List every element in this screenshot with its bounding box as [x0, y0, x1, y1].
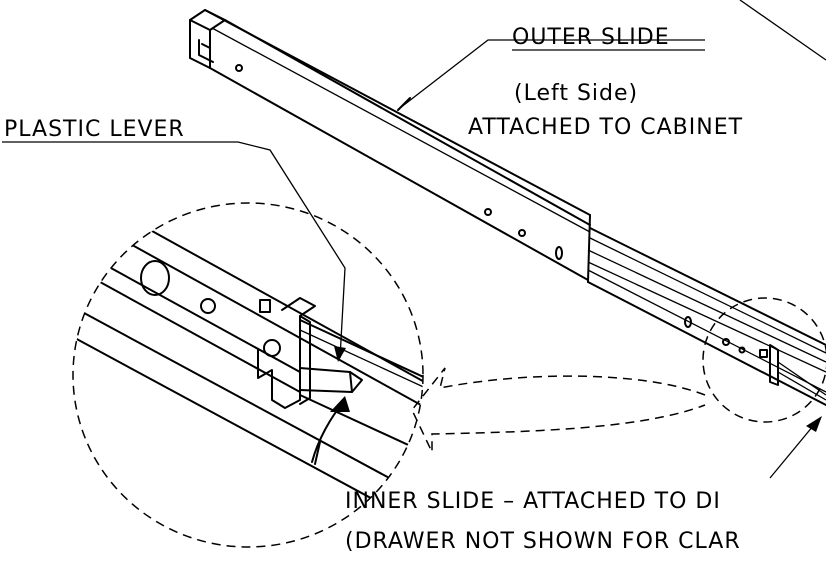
- detail-circle-large: [72, 202, 424, 548]
- detail-circle-small: [702, 297, 826, 423]
- outer-slide: [189, 9, 591, 283]
- inner-slide-leader: [769, 419, 819, 479]
- outer-slide-leader: [399, 39, 705, 109]
- attached-cabinet-label: ATTACHED TO CABINET: [468, 115, 743, 140]
- left-side-label: (Left Side): [514, 81, 638, 106]
- inner-slide-label: INNER SLIDE – ATTACHED TO DI: [345, 489, 721, 514]
- plastic-lever-label: PLASTIC LEVER: [4, 117, 185, 142]
- outer-slide-label: OUTER SLIDE: [512, 25, 670, 50]
- magnify-arrow: [411, 367, 706, 453]
- drawer-note-label: (DRAWER NOT SHOWN FOR CLAR: [345, 529, 741, 554]
- plastic-lever-leader: [2, 141, 346, 359]
- inner-slide: [587, 227, 826, 406]
- top-right-line: [739, 0, 826, 61]
- enlarged-view: [73, 203, 423, 531]
